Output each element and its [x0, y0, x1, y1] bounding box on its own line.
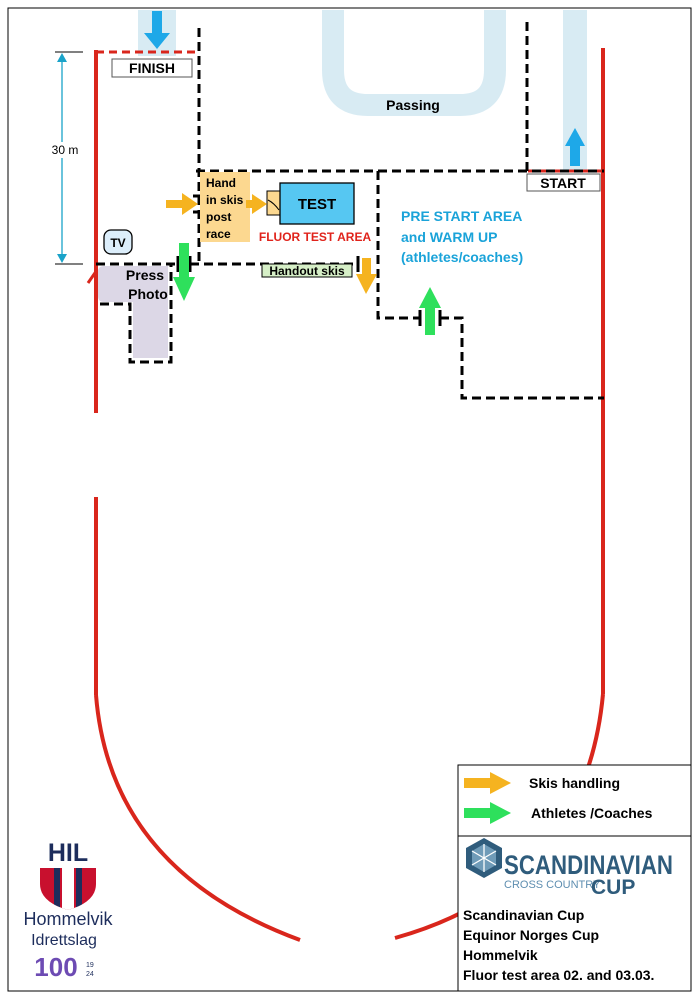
fluor-test-area-label: FLUOR TEST AREA [259, 230, 372, 244]
finish-label-box [111, 58, 193, 78]
tv-label: TV [110, 236, 125, 250]
prestart-label-2: and WARM UP [401, 229, 497, 245]
club-shield-icon [40, 868, 96, 910]
test-entry-desk [266, 190, 281, 216]
anniversary-year-top: 19 [86, 962, 94, 969]
athletes-arrow-prestart [419, 287, 441, 335]
legend-skis-arrow [464, 772, 511, 794]
finish-label: FINISH [129, 60, 175, 76]
skis-arrow-handin [166, 193, 198, 215]
club-abbreviation: HIL [48, 839, 88, 867]
club-name-1: Hommelvik [23, 909, 113, 929]
hand-in-label-3: post [206, 210, 231, 224]
event-line-1: Scandinavian Cup [463, 907, 584, 923]
ski-icon [267, 199, 280, 211]
test-label: TEST [298, 196, 336, 213]
anniversary-year-bottom: 24 [86, 971, 94, 978]
logo-word-cross-country: CROSS COUNTRY [504, 879, 601, 891]
handout-skis-label: Handout skis [269, 264, 345, 278]
prestart-label-1: PRE START AREA [401, 208, 522, 224]
logo-word-cup: CUP [591, 876, 635, 899]
passing-lane [322, 10, 506, 116]
snowflake-icon [466, 838, 502, 878]
legend-panel [457, 764, 692, 992]
tv-box [103, 229, 133, 255]
legend-skis-label: Skis handling [529, 775, 620, 791]
event-line-2: Equinor Norges Cup [463, 927, 599, 943]
athletes-arrow-exit [173, 243, 195, 301]
finish-direction-arrow [144, 11, 170, 49]
skis-arrow-handout [356, 258, 377, 294]
event-line-4: Fluor test area 02. and 03.03. [463, 967, 654, 983]
distance-marker [48, 51, 83, 265]
club-name-2: Idrettslag [31, 932, 97, 949]
passing-label: Passing [386, 97, 440, 113]
logo-word-scandinavian: SCANDINAVIAN [504, 850, 673, 880]
scandinavian-cup-logo: SCANDINAVIAN CROSS COUNTRY CUP [466, 838, 673, 899]
test-box [279, 182, 355, 225]
photo-label: Photo [128, 286, 168, 302]
event-line-3: Hommelvik [463, 947, 538, 963]
anniversary-number: 100 [34, 952, 77, 982]
press-label: Press [126, 267, 164, 283]
map-border [7, 7, 692, 992]
start-direction-arrow [565, 128, 585, 166]
legend-athletes-label: Athletes /Coaches [531, 805, 653, 821]
legend-athletes-arrow [464, 802, 511, 824]
hommelvik-logo: HIL Hommelvik Idrettslag 100 19 24 [23, 839, 113, 982]
skis-arrow-to-test [246, 194, 267, 214]
start-label: START [540, 175, 586, 191]
start-label-box [526, 173, 601, 192]
prestart-label-3: (athletes/coaches) [401, 249, 523, 265]
hand-in-label-4: race [206, 227, 231, 241]
press-photo-area [98, 266, 168, 358]
hand-in-label-1: Hand [206, 176, 236, 190]
handout-skis-box [261, 263, 353, 278]
hand-in-label-2: in skis [206, 193, 244, 207]
hand-in-skis-area [200, 172, 250, 242]
distance-label: 30 m [52, 143, 79, 157]
